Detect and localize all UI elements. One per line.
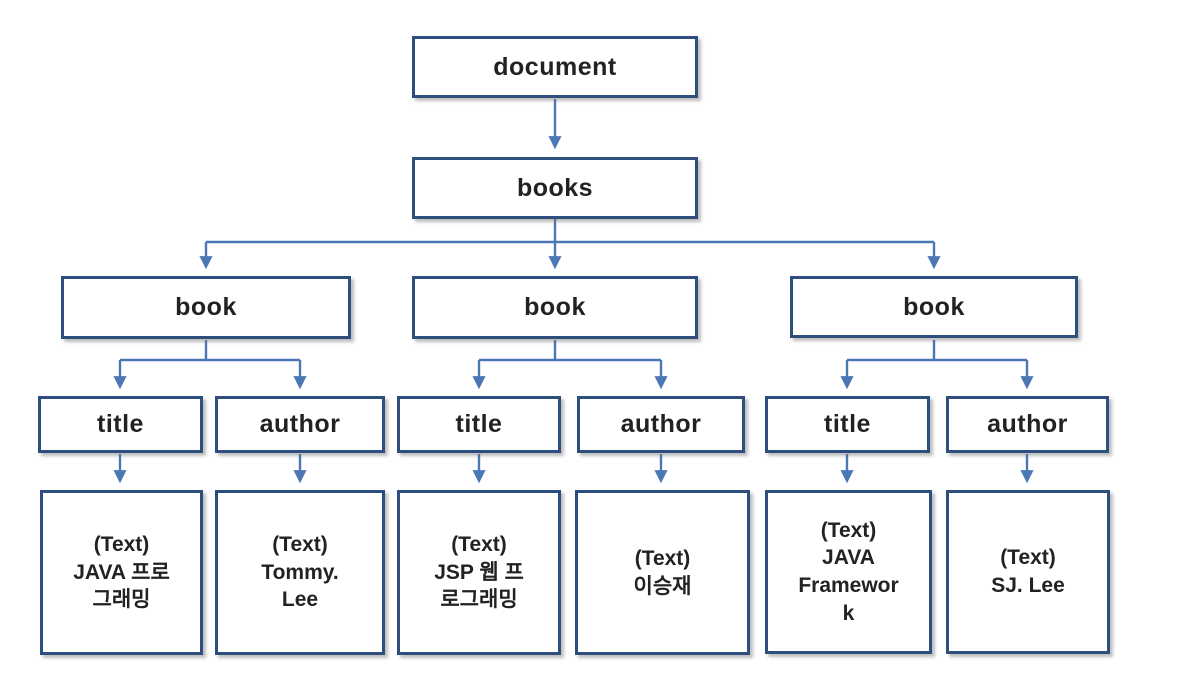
node-text-author-3: (Text) SJ. Lee bbox=[946, 490, 1110, 654]
node-author-1: author bbox=[215, 396, 385, 453]
node-author-2: author bbox=[577, 396, 745, 453]
node-author-3: author bbox=[946, 396, 1109, 453]
node-text-title-3: (Text) JAVA Framewor k bbox=[765, 490, 932, 654]
node-document: document bbox=[412, 36, 698, 98]
node-book-2: book bbox=[412, 276, 698, 339]
node-title-1: title bbox=[38, 396, 203, 453]
node-text-title-1: (Text) JAVA 프로 그래밍 bbox=[40, 490, 203, 655]
node-book-1: book bbox=[61, 276, 351, 339]
node-books: books bbox=[412, 157, 698, 219]
node-title-3: title bbox=[765, 396, 930, 453]
node-text-author-2: (Text) 이승재 bbox=[575, 490, 750, 655]
node-title-2: title bbox=[397, 396, 561, 453]
node-text-author-1: (Text) Tommy. Lee bbox=[215, 490, 385, 655]
node-book-3: book bbox=[790, 276, 1078, 338]
node-text-title-2: (Text) JSP 웹 프 로그래밍 bbox=[397, 490, 561, 655]
